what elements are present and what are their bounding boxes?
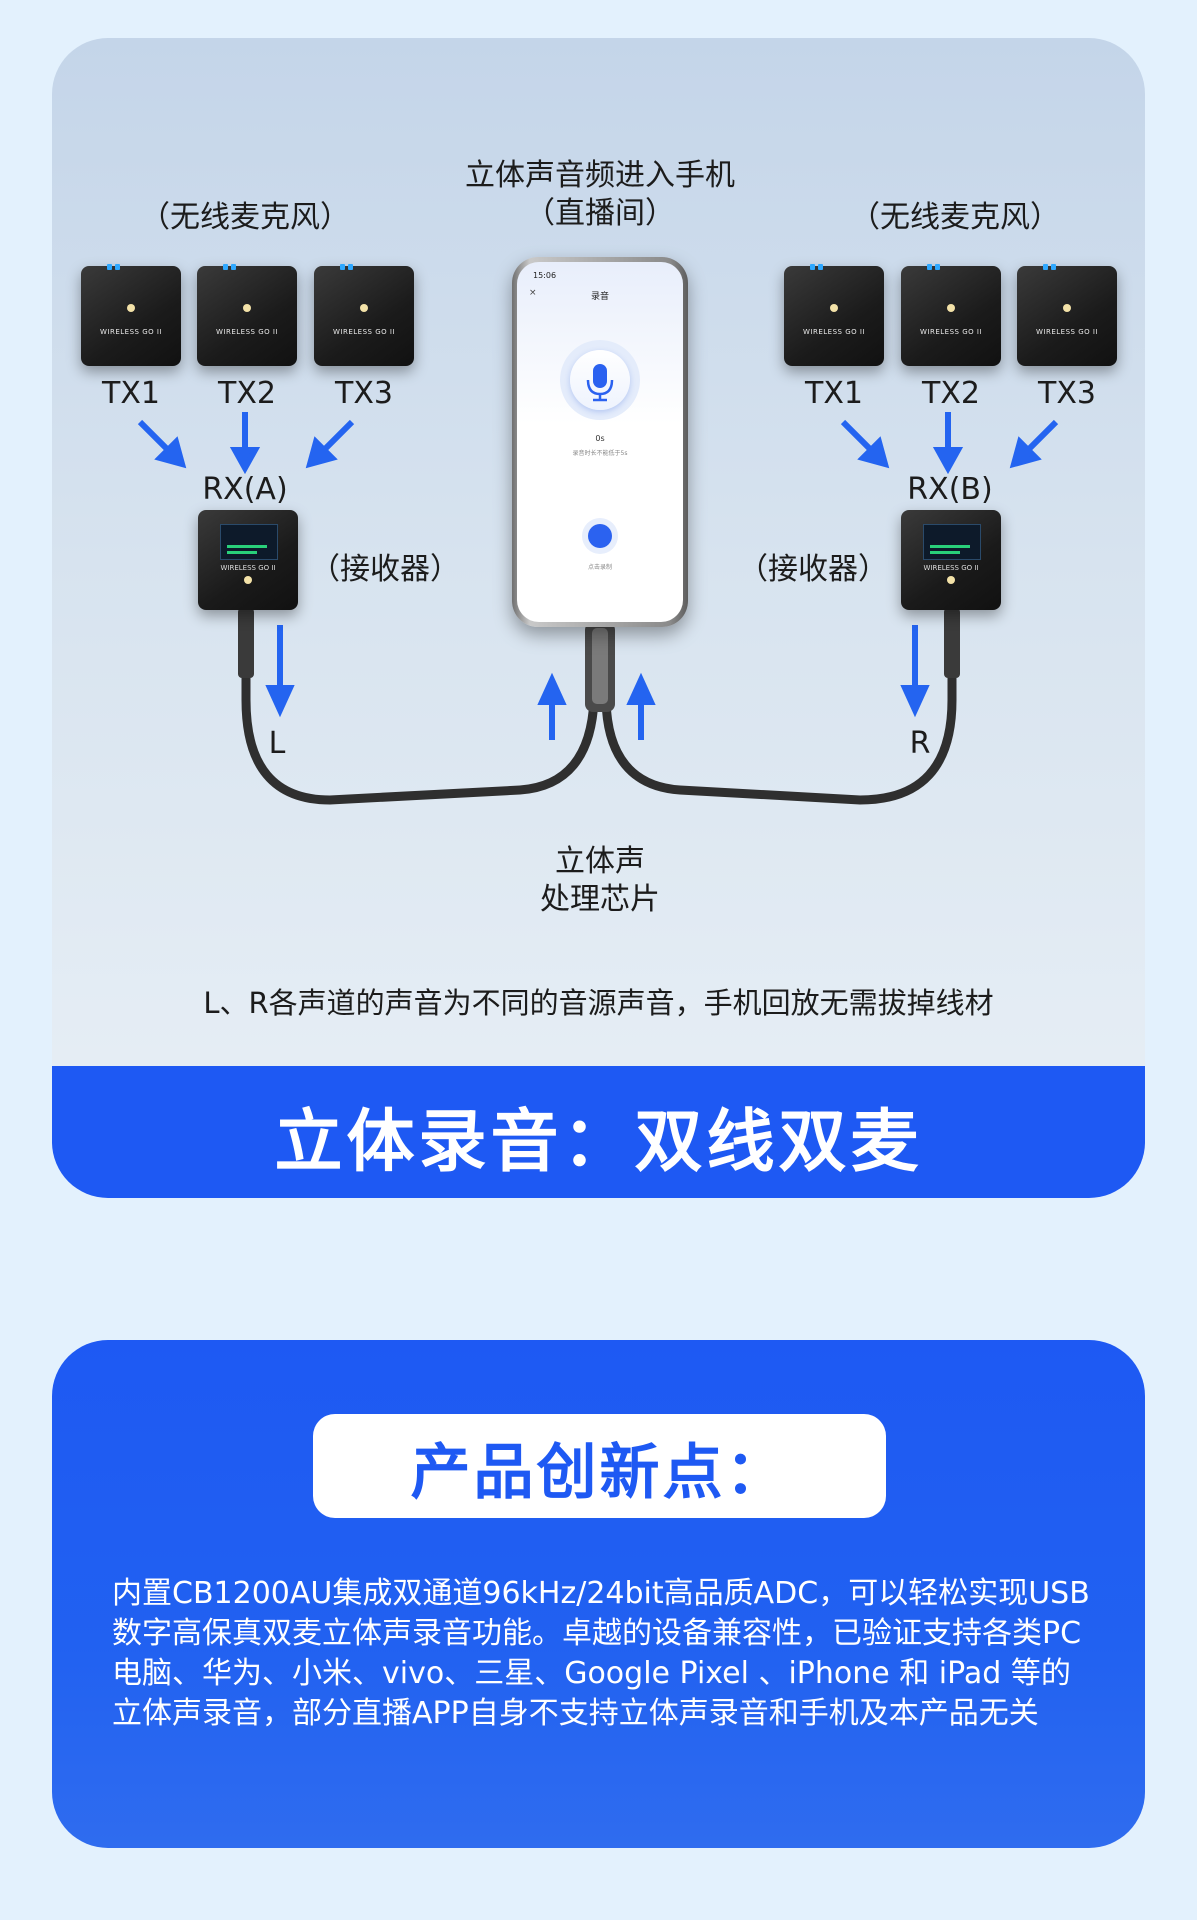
record-duration: 0s bbox=[595, 434, 605, 443]
receiver-left-label: （接收器） bbox=[310, 552, 460, 587]
phone-status-time: 15:06 bbox=[533, 271, 557, 280]
tx1-left-device: WIRELESS GO II bbox=[81, 264, 181, 366]
right-mics-label: （无线麦克风） bbox=[850, 200, 1060, 235]
tx2-right-label: TX2 bbox=[922, 376, 980, 411]
stereo-banner bbox=[52, 1066, 1145, 1198]
record-duration-hint: 录音时长不能低于5s bbox=[572, 450, 628, 457]
tx1-right-device: WIRELESS GO II bbox=[784, 264, 884, 366]
tx3-right-label: TX3 bbox=[1038, 376, 1096, 411]
chip-label-line2: 处理芯片 bbox=[540, 882, 660, 917]
innovation-title-pill bbox=[313, 1414, 886, 1518]
rx-b-label: RX(B) bbox=[907, 472, 993, 507]
left-cable bbox=[241, 615, 599, 805]
record-button[interactable] bbox=[588, 524, 612, 548]
chip-label-line1: 立体声 bbox=[555, 844, 645, 879]
phone-screen: 15:06 × 录音 0s 录音时长不能低于5s 点击录制 bbox=[517, 262, 683, 622]
left-mics-label: （无线麦克风） bbox=[140, 200, 350, 235]
channel-note: L、R各声道的声音为不同的音源声音，手机回放无需拔掉线材 bbox=[203, 986, 994, 1020]
tx1-right-label: TX1 bbox=[805, 376, 863, 411]
receiver-right-label: （接收器） bbox=[738, 552, 888, 587]
microphone-icon[interactable] bbox=[570, 350, 630, 410]
smartphone: 15:06 × 录音 0s 录音时长不能低于5s 点击录制 bbox=[512, 257, 688, 627]
tx2-right-device: WIRELESS GO II bbox=[901, 264, 1001, 366]
tx3-left-label: TX3 bbox=[335, 376, 393, 411]
channel-r-label: R bbox=[909, 726, 931, 761]
tx1-left-label: TX1 bbox=[102, 376, 160, 411]
phone-caption-line1: 立体声音频进入手机 bbox=[465, 158, 735, 193]
record-button-hint: 点击录制 bbox=[587, 564, 612, 571]
tx2-left-device: WIRELESS GO II bbox=[197, 264, 297, 366]
phone-caption-line2: （直播间） bbox=[525, 196, 675, 231]
rx-b-receiver: WIRELESS GO II bbox=[901, 510, 1001, 610]
close-icon[interactable]: × bbox=[529, 288, 537, 298]
right-plug bbox=[944, 608, 960, 678]
rx-a-receiver: WIRELESS GO II bbox=[198, 510, 298, 610]
tx2-left-label: TX2 bbox=[218, 376, 276, 411]
tx3-right-device: WIRELESS GO II bbox=[1017, 264, 1117, 366]
left-plug bbox=[238, 608, 254, 678]
channel-l-label: L bbox=[268, 726, 286, 761]
stereo-banner-title: 立体录音：双线双麦 bbox=[274, 1103, 923, 1182]
phone-screen-title: 录音 bbox=[590, 292, 609, 302]
innovation-title: 产品创新点： bbox=[410, 1438, 789, 1508]
rx-a-label: RX(A) bbox=[202, 472, 288, 507]
tx3-left-device: WIRELESS GO II bbox=[314, 264, 414, 366]
innovation-description: 内置CB1200AU集成双通道96kHz/24bit高品质ADC，可以轻松实现U… bbox=[112, 1576, 1090, 1731]
stereo-diagram-card: 立体录音：双线双麦 bbox=[52, 38, 1145, 1198]
right-cable bbox=[601, 615, 957, 805]
